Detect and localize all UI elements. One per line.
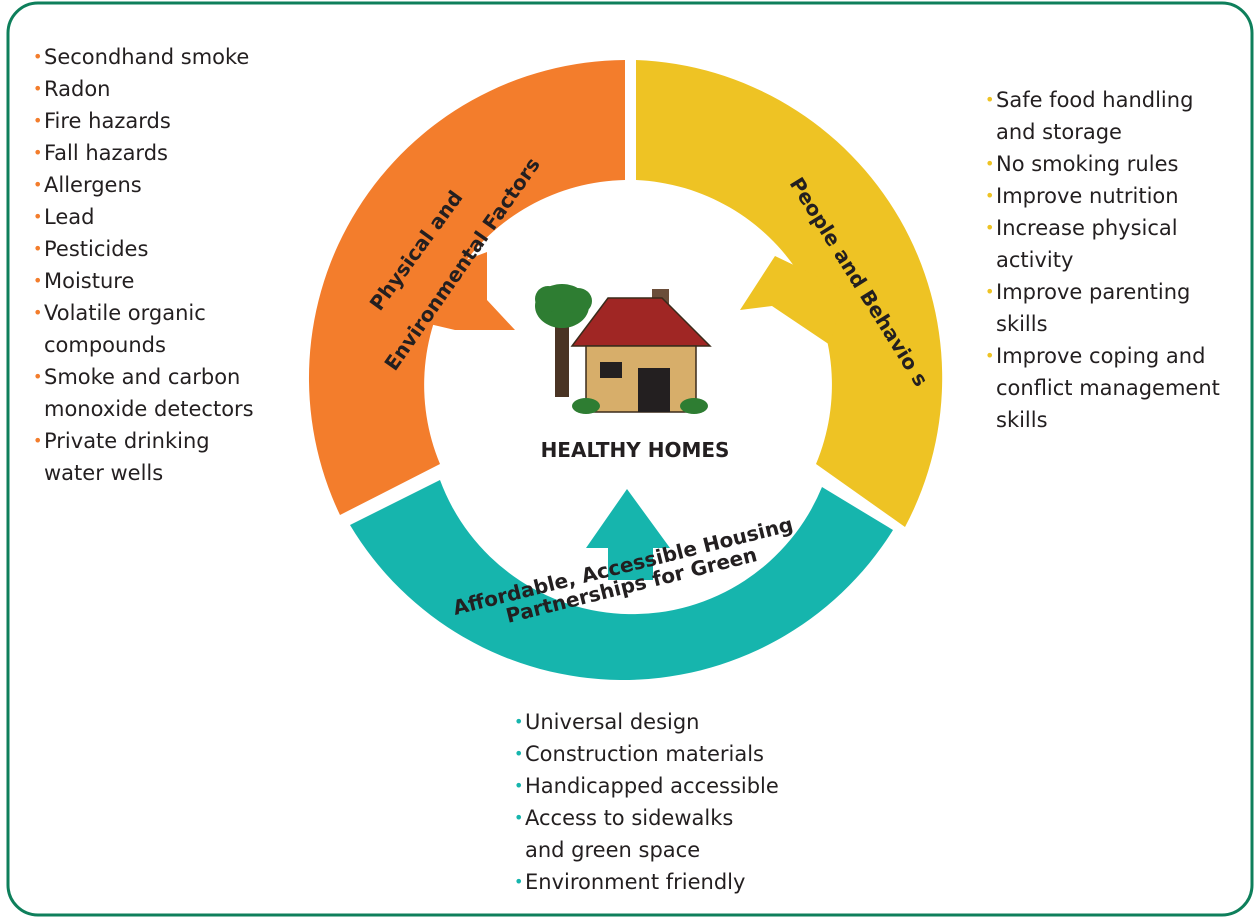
physical-arrow — [421, 252, 515, 330]
list-item: Universal design — [514, 706, 779, 738]
list-item: Smoke and carbon monoxide detectors — [33, 361, 254, 425]
people-arrow — [740, 256, 845, 345]
partnerships-list: Universal design Construction materials … — [514, 706, 779, 898]
list-item: Radon — [33, 73, 254, 105]
list-item: Private drinking water wells — [33, 425, 254, 489]
partnerships-arrow — [586, 489, 670, 580]
list-item: Improve nutrition — [985, 180, 1220, 212]
center-title: HEALTHY HOMES — [540, 438, 730, 462]
list-item: Fall hazards — [33, 137, 254, 169]
people-segment — [636, 60, 943, 527]
list-item: Lead — [33, 201, 254, 233]
border-frame — [6, 1, 1254, 917]
list-item: Environment friendly — [514, 866, 779, 898]
physical-factors-list: Secondhand smoke Radon Fire hazards Fall… — [33, 41, 254, 489]
list-item: Moisture — [33, 265, 254, 297]
list-item: Improve coping and conflict management s… — [985, 340, 1220, 436]
list-item: Pesticides — [33, 233, 254, 265]
list-item: Handicapped accessible — [514, 770, 779, 802]
list-item: No smoking rules — [985, 148, 1220, 180]
list-item: Fire hazards — [33, 105, 254, 137]
list-item: Access to sidewalks and green space — [514, 802, 779, 866]
list-item: Secondhand smoke — [33, 41, 254, 73]
house-icon — [535, 284, 712, 414]
list-item: Safe food handling and storage — [985, 84, 1220, 148]
physical-segment — [308, 60, 625, 515]
list-item: Volatile organic compounds — [33, 297, 254, 361]
list-item: Allergens — [33, 169, 254, 201]
list-item: Increase physical activity — [985, 212, 1220, 276]
list-item: Construction materials — [514, 738, 779, 770]
partnerships-segment — [350, 480, 893, 680]
people-behaviors-list: Safe food handling and storage No smokin… — [985, 84, 1220, 436]
list-item: Improve parenting skills — [985, 276, 1220, 340]
